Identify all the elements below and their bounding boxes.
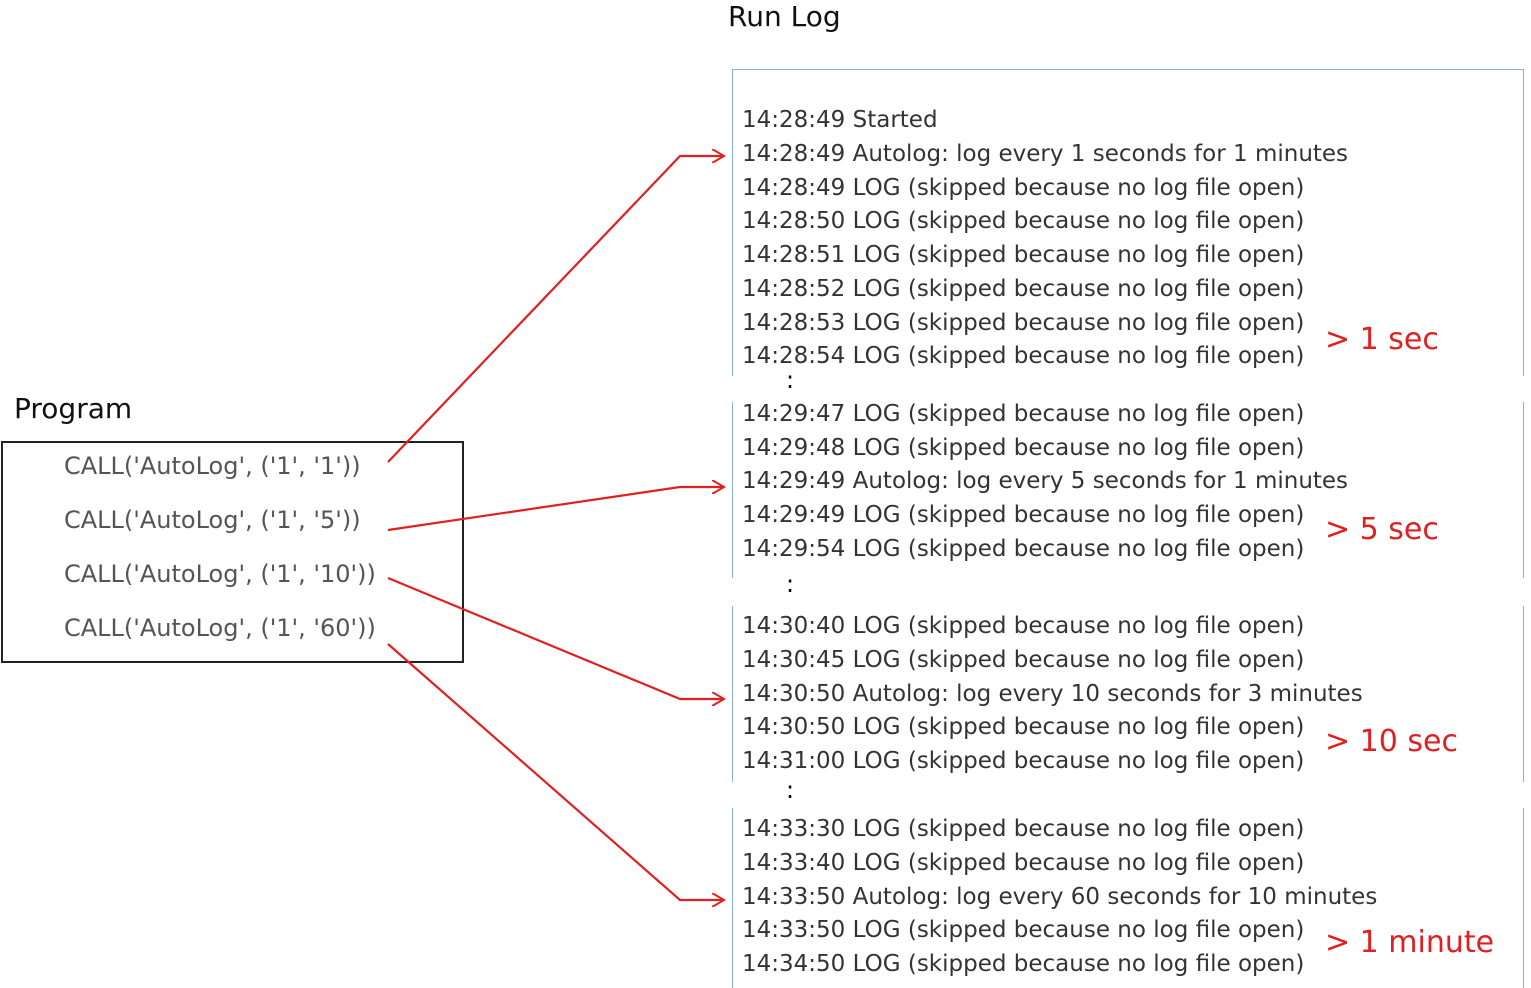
log-line: 14:30:50 Autolog: log every 10 seconds f… xyxy=(742,681,1363,707)
log-line: 14:33:40 LOG (skipped because no log fil… xyxy=(742,850,1305,876)
program-line-2: CALL('AutoLog', ('1', '5')) xyxy=(64,506,361,534)
program-box xyxy=(1,441,464,663)
program-line-1: CALL('AutoLog', ('1', '1')) xyxy=(64,452,361,480)
log-line: 14:34:50 LOG (skipped because no log fil… xyxy=(742,951,1305,977)
log-line: 14:28:52 LOG (skipped because no log fil… xyxy=(742,276,1305,302)
log-frame-3 xyxy=(732,606,1524,782)
arrow-line-4 xyxy=(387,643,724,900)
log-line: 14:30:50 LOG (skipped because no log fil… xyxy=(742,714,1305,740)
interval-note-10sec: > 10 sec xyxy=(1325,724,1458,759)
log-line: 14:28:54 LOG (skipped because no log fil… xyxy=(742,343,1305,369)
log-line: 14:33:50 LOG (skipped because no log fil… xyxy=(742,917,1305,943)
log-line: 14:28:51 LOG (skipped because no log fil… xyxy=(742,242,1305,268)
interval-note-1minute: > 1 minute xyxy=(1325,925,1495,960)
log-frame-1 xyxy=(732,69,1524,376)
run-log-title: Run Log xyxy=(728,0,841,33)
program-title: Program xyxy=(14,392,133,425)
arrow-line-2 xyxy=(387,487,724,532)
log-line: 14:28:49 Autolog: log every 1 seconds fo… xyxy=(742,141,1349,167)
log-line: 14:28:53 LOG (skipped because no log fil… xyxy=(742,310,1305,336)
log-line: 14:28:49 LOG (skipped because no log fil… xyxy=(742,175,1305,201)
ellipsis-2: : xyxy=(786,570,795,598)
log-line: 14:29:49 Autolog: log every 5 seconds fo… xyxy=(742,468,1349,494)
log-line: 14:28:49 Started xyxy=(742,107,938,133)
log-line: 14:28:50 LOG (skipped because no log fil… xyxy=(742,208,1305,234)
log-line: 14:30:40 LOG (skipped because no log fil… xyxy=(742,613,1305,639)
log-line: 14:30:45 LOG (skipped because no log fil… xyxy=(742,647,1305,673)
log-line: 14:33:50 Autolog: log every 60 seconds f… xyxy=(742,884,1378,910)
program-line-4: CALL('AutoLog', ('1', '60')) xyxy=(64,614,376,642)
interval-note-1sec: > 1 sec xyxy=(1325,322,1439,357)
arrow-line-1 xyxy=(387,156,724,463)
log-line: 14:29:54 LOG (skipped because no log fil… xyxy=(742,536,1305,562)
arrow-line-3 xyxy=(387,576,724,699)
log-line: 14:29:48 LOG (skipped because no log fil… xyxy=(742,435,1305,461)
interval-note-5sec: > 5 sec xyxy=(1325,512,1439,547)
log-frame-4 xyxy=(732,808,1524,988)
ellipsis-3: : xyxy=(786,776,795,804)
program-line-3: CALL('AutoLog', ('1', '10')) xyxy=(64,560,376,588)
log-line: 14:29:49 LOG (skipped because no log fil… xyxy=(742,502,1305,528)
ellipsis-1: : xyxy=(786,366,795,394)
log-line: 14:31:00 LOG (skipped because no log fil… xyxy=(742,748,1305,774)
log-frame-2 xyxy=(732,402,1524,578)
log-line: 14:29:47 LOG (skipped because no log fil… xyxy=(742,401,1305,427)
log-line: 14:33:30 LOG (skipped because no log fil… xyxy=(742,816,1305,842)
